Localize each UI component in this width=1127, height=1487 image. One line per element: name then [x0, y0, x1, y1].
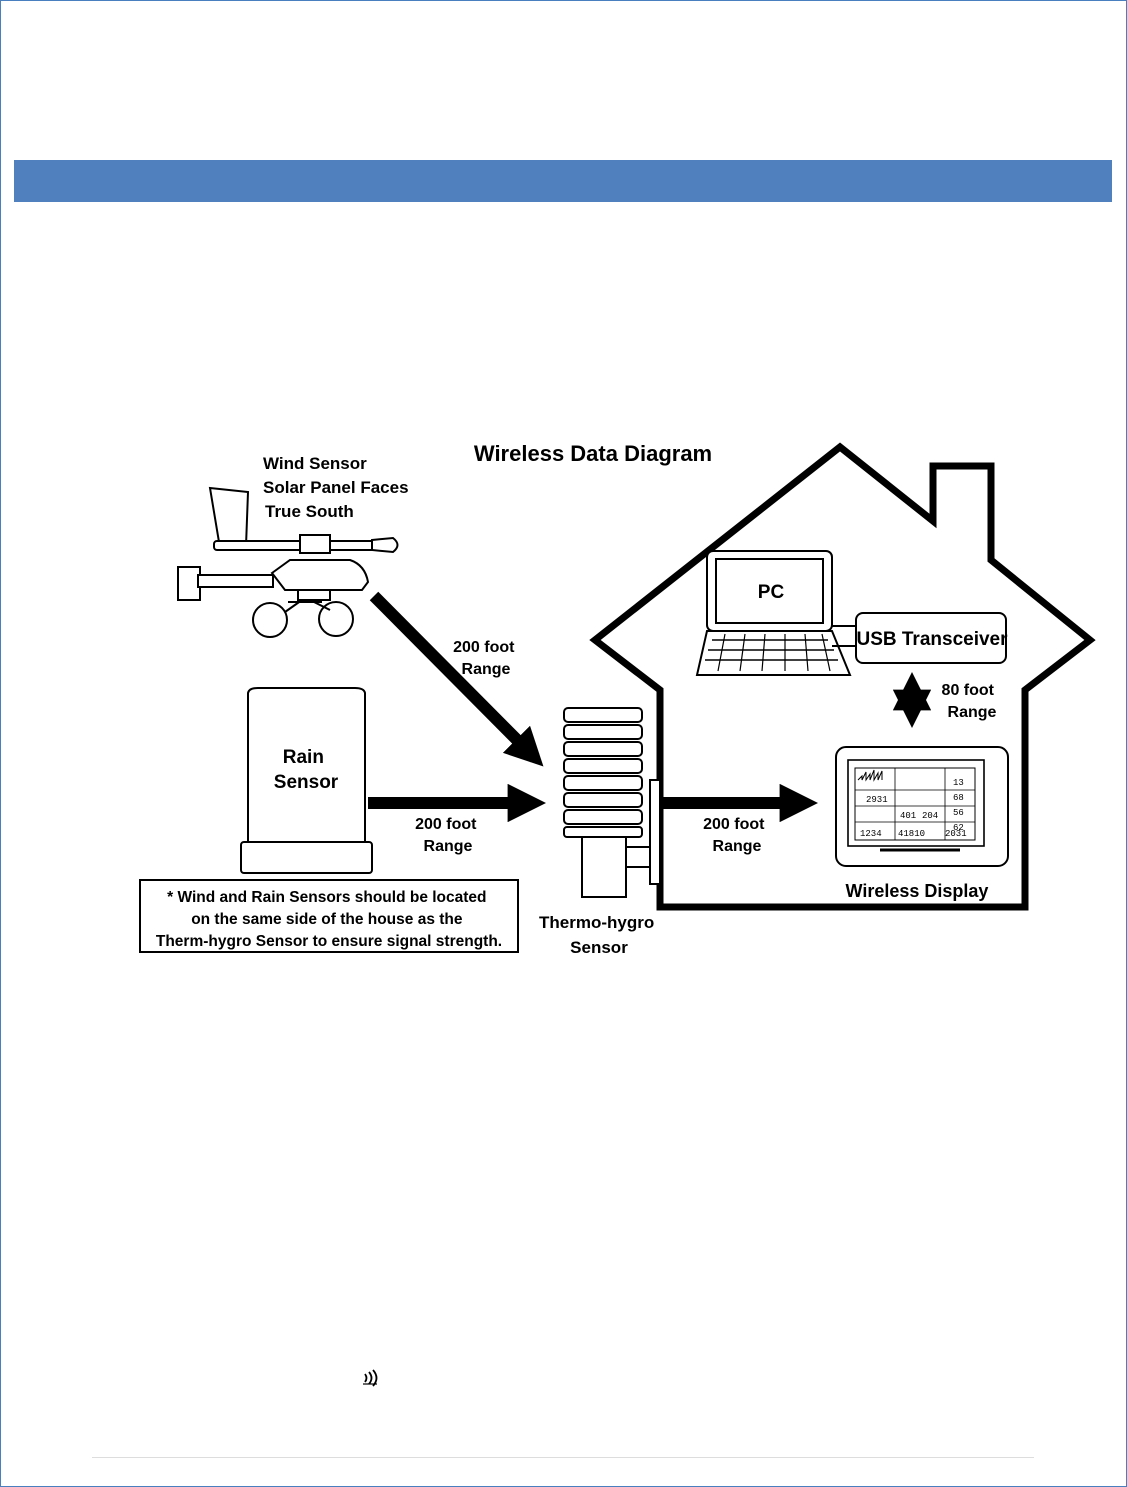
range-display-2: Range: [713, 838, 762, 855]
note-line-1: * Wind and Rain Sensors should be locate…: [167, 889, 486, 906]
svg-text:2931 13 68 401: 2931 13 68 401 204 56 62 1234 41810 2031: [860, 778, 969, 839]
range-display-1: 200 foot: [703, 816, 765, 833]
svg-text:200 foot Range: 200 foot Range: [453, 639, 519, 678]
svg-text:Wind Sensor Solar Panel Fa: Wind Sensor Solar Panel Faces True South: [263, 454, 413, 521]
thermo-hygro-sensor-icon: [563, 707, 661, 898]
wind-to-thermo-arrow: [369, 591, 544, 767]
display-readout-7: 62: [953, 823, 964, 833]
range-usb-2: Range: [948, 704, 997, 721]
svg-text:200 foot Range: 200 foot Range: [415, 816, 481, 855]
wireless-display-icon: [835, 746, 1009, 867]
usb-transceiver-box: [855, 612, 1007, 664]
section-banner: [14, 160, 1112, 202]
laptop-pc-icon: [695, 550, 852, 676]
display-readout-9: 41810: [898, 829, 925, 839]
range-wind-1: 200 foot: [453, 639, 515, 656]
range-rain-2: Range: [424, 838, 473, 855]
display-readout-3: 68: [953, 793, 964, 803]
note-line-2: on the same side of the house as the: [191, 911, 463, 928]
range-rain-1: 200 foot: [415, 816, 477, 833]
diagram-title: Wireless Data Diagram: [474, 441, 712, 466]
thermo-hygro-label-1: Thermo-hygro: [539, 913, 654, 932]
rain-sensor-icon: [240, 687, 373, 874]
usb-transceiver-label: USB Transceiver: [856, 629, 1008, 650]
rain-sensor-label-2: Sensor: [274, 772, 339, 793]
note-box: [139, 879, 519, 953]
display-readout-6: 56: [953, 808, 964, 818]
wireless-signal-icon: [363, 1369, 378, 1387]
display-readout-5: 204: [922, 811, 938, 821]
display-readout-10: 2031: [945, 829, 967, 839]
note-line-3: Therm-hygro Sensor to ensure signal stre…: [156, 933, 502, 950]
wind-sensor-label-1: Wind Sensor: [263, 454, 367, 473]
display-readout-1: 2931: [866, 795, 888, 805]
rain-sensor-label-1: Rain: [283, 747, 324, 768]
svg-text:80 foot Range: 80 foot Range: [942, 682, 999, 721]
svg-text:Thermo-hygro Sensor: Thermo-hygro Sensor: [539, 913, 659, 957]
wind-sensor-icon: [177, 486, 399, 638]
range-wind-2: Range: [462, 661, 511, 678]
display-readout-2: 13: [953, 778, 964, 788]
display-readout-8: 1234: [860, 829, 882, 839]
svg-text:200 foot Range: 200 foot Range: [703, 816, 769, 855]
wind-sensor-label-3: True South: [265, 502, 354, 521]
svg-text:* Wind and Rain Sensors should: * Wind and Rain Sensors should be locate…: [156, 889, 502, 950]
wind-sensor-label-2: Solar Panel Faces: [263, 478, 409, 497]
thermo-hygro-label-2: Sensor: [570, 938, 628, 957]
footer-rule: [92, 1457, 1034, 1458]
svg-text:Rain Sensor: Rain Sensor: [274, 747, 339, 793]
wireless-display-label: Wireless Display: [846, 881, 989, 901]
pc-label: PC: [758, 582, 785, 603]
range-usb-1: 80 foot: [942, 682, 995, 699]
display-readout-4: 401: [900, 811, 916, 821]
